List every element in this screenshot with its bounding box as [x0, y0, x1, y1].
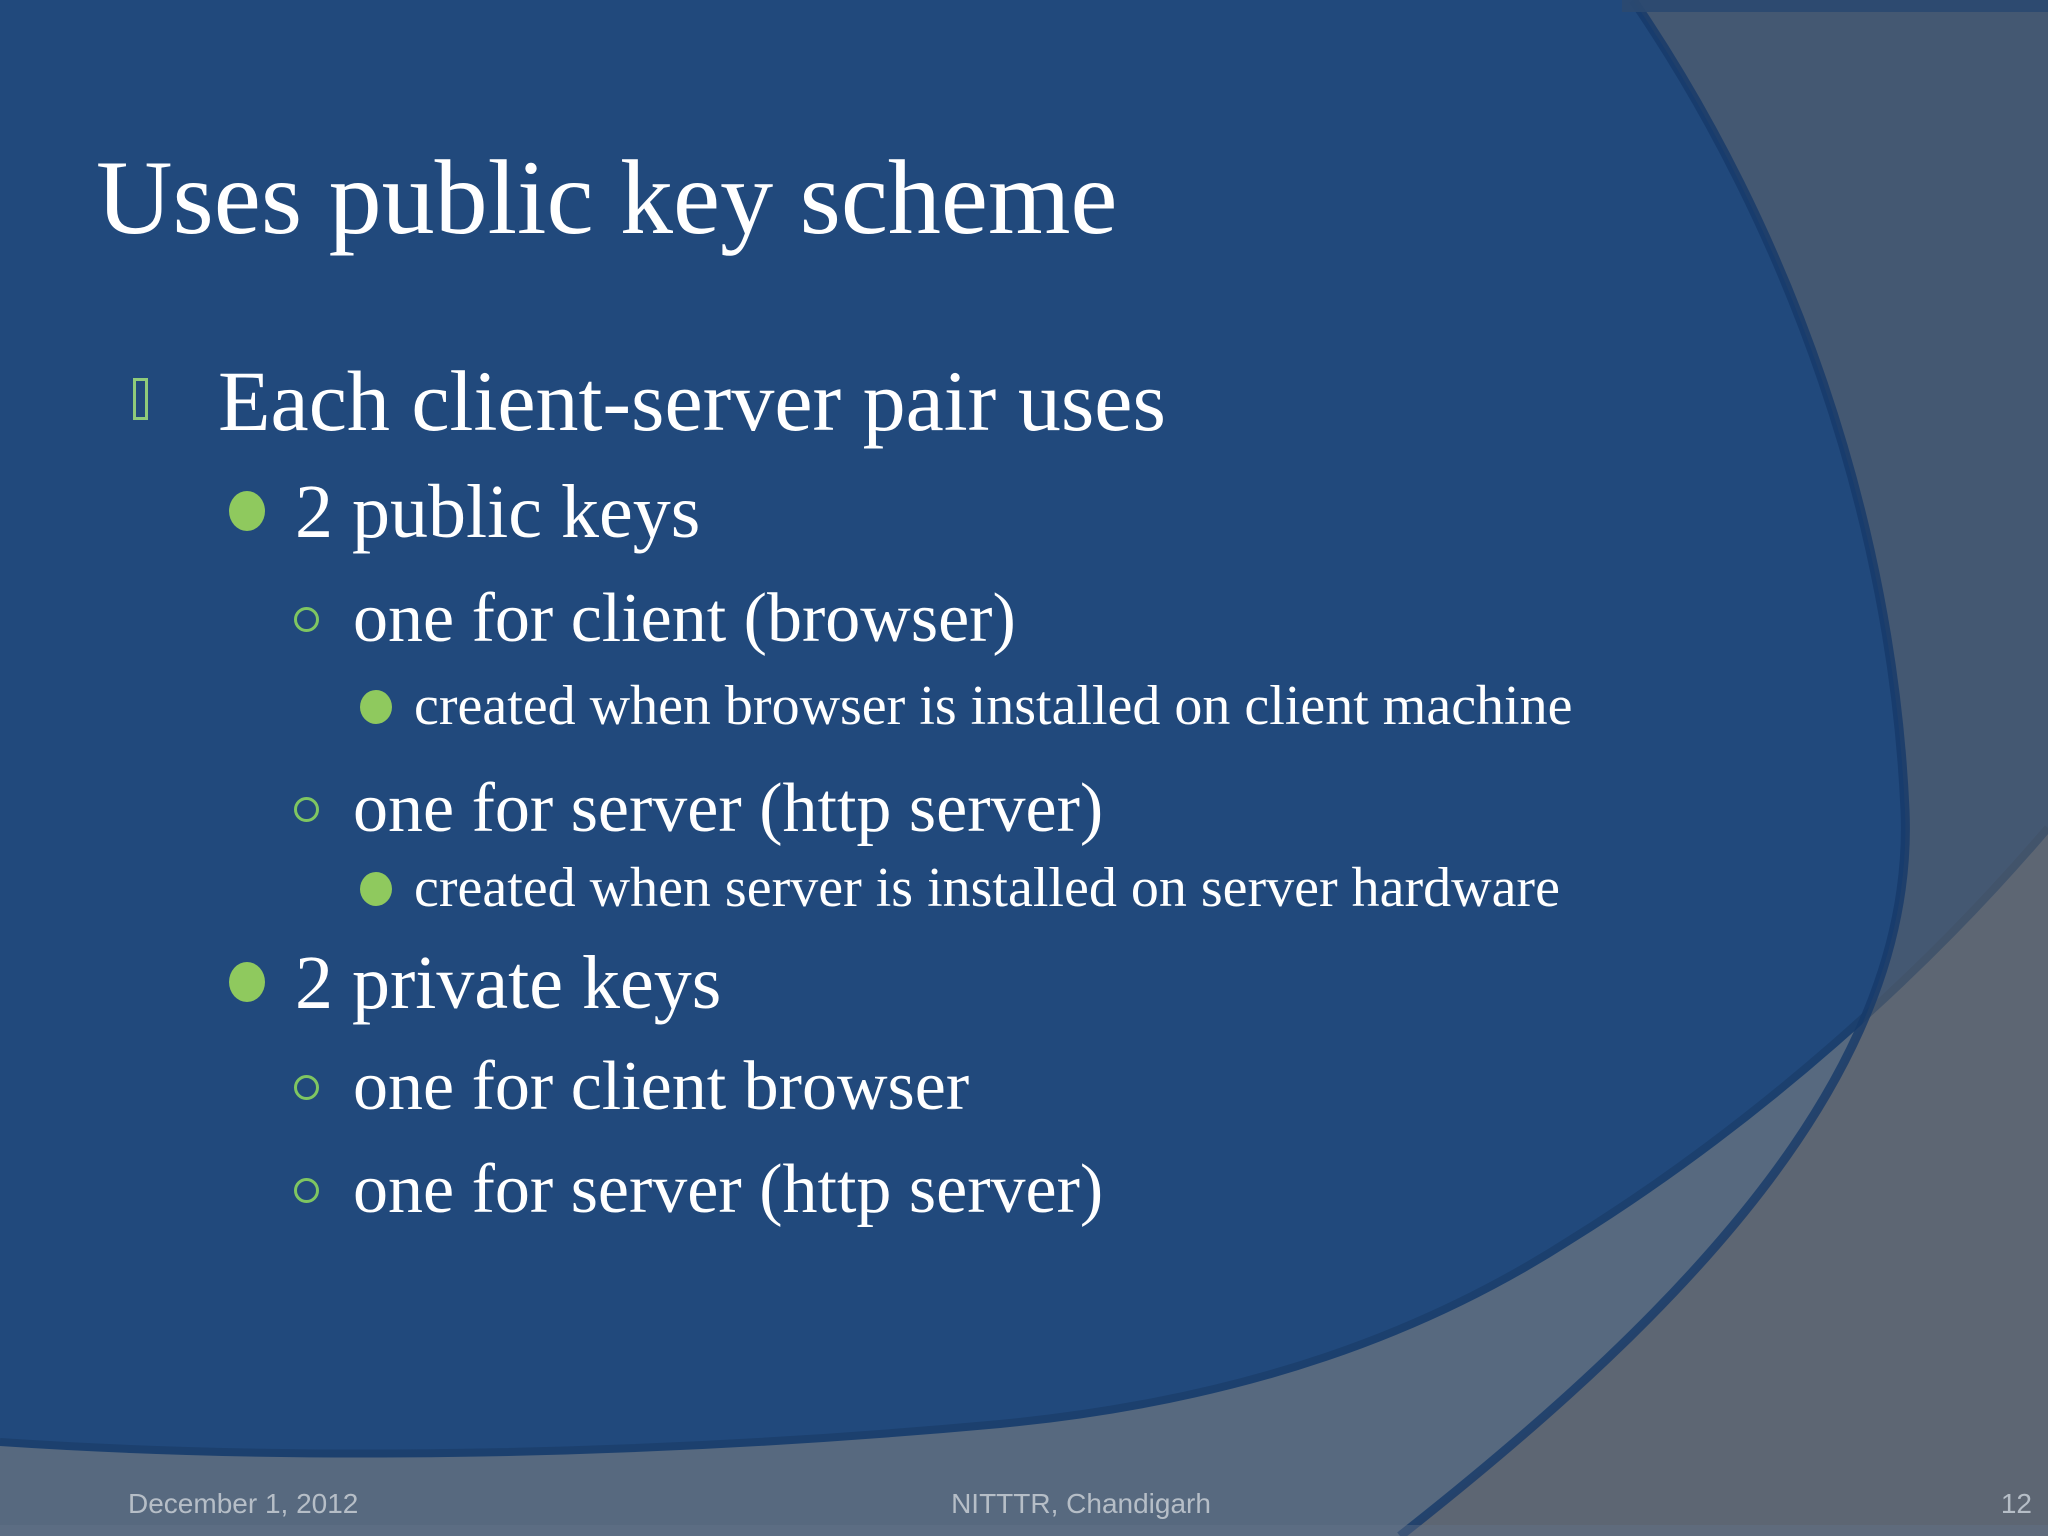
slide-page-number: 12 — [2000, 1488, 2032, 1519]
hollow-circle-bullet-icon — [294, 1178, 319, 1203]
right-swoosh-shape — [1400, 0, 2048, 1536]
bullet-text: one for server (http server) — [353, 770, 1104, 847]
bullet-item-level3: one for server (http server) — [294, 769, 1103, 850]
bullet-item-level3: one for server (http server) — [294, 1150, 1103, 1231]
slide-title: Uses public key scheme — [96, 139, 1118, 256]
filled-circle-bullet-icon — [229, 962, 265, 1002]
bullet-text: Each client-server pair uses — [218, 353, 1166, 449]
bullet-text: created when browser is installed on cli… — [414, 675, 1573, 737]
bullet-item-level2: 2 private keys — [229, 940, 721, 1027]
bullet-item-level4: created when server is installed on serv… — [360, 856, 1560, 920]
square-outline-bullet-icon — [133, 378, 148, 420]
footer-date: December 1, 2012 — [128, 1488, 359, 1519]
bullet-item-level3: one for client browser — [294, 1047, 969, 1128]
hollow-circle-bullet-icon — [294, 1075, 319, 1100]
bullet-text: 2 private keys — [295, 941, 722, 1025]
hollow-circle-bullet-icon — [294, 797, 319, 822]
bullet-text: 2 public keys — [295, 470, 701, 554]
filled-circle-bullet-icon — [360, 690, 392, 724]
top-edge-band — [1622, 0, 2048, 12]
bullet-text: created when server is installed on serv… — [414, 857, 1560, 919]
filled-circle-bullet-icon — [229, 491, 265, 531]
bullet-text: one for client browser — [353, 1048, 970, 1125]
bullet-text: one for client (browser) — [353, 580, 1016, 657]
bullet-item-level2: 2 public keys — [229, 469, 700, 556]
bottom-edge-band — [0, 1525, 2048, 1536]
bullet-text: one for server (http server) — [353, 1151, 1104, 1228]
filled-circle-bullet-icon — [360, 872, 392, 906]
bullet-item-level3: one for client (browser) — [294, 579, 1016, 660]
bullet-item-level4: created when browser is installed on cli… — [360, 674, 1572, 738]
hollow-circle-bullet-icon — [294, 607, 319, 632]
right-swoosh-edge-line — [1397, 0, 1910, 1536]
footer-institution: NITTTR, Chandigarh — [951, 1488, 1211, 1519]
bullet-item-level1: Each client-server pair uses — [133, 352, 1166, 451]
bottom-wave-shape — [0, 828, 2048, 1536]
bottom-wave-edge-line — [0, 825, 2048, 1458]
